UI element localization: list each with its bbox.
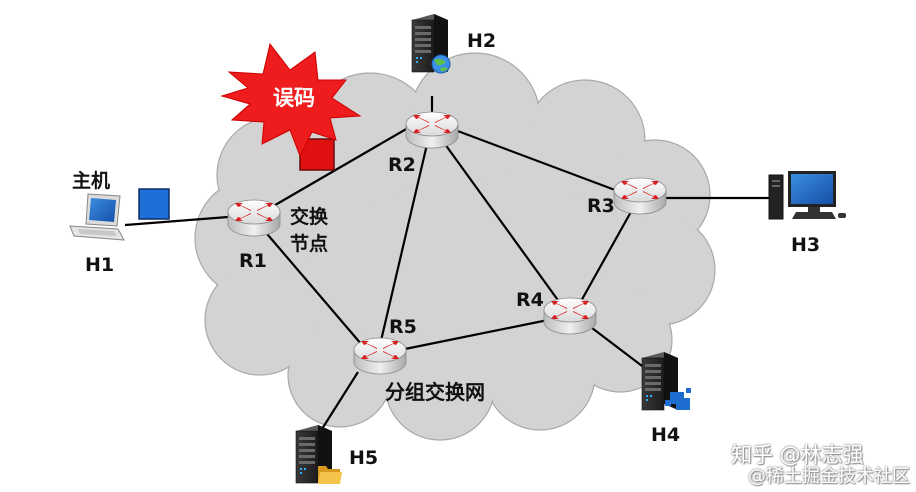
server-h5-icon	[295, 424, 342, 484]
router-r5-label: R5	[389, 316, 417, 338]
host-h1-caption: 主机	[72, 170, 111, 192]
switch-node-label-line1: 交换	[290, 206, 329, 228]
laptop-icon	[69, 193, 125, 241]
server-h4-icon	[641, 351, 691, 411]
packet-normal	[138, 188, 170, 220]
error-burst-icon	[220, 42, 362, 158]
error-label: 误码	[273, 86, 315, 110]
router-r4-label: R4	[516, 289, 544, 311]
host-h5-label: H5	[349, 447, 379, 469]
desktop-h3-icon	[768, 171, 846, 220]
host-h4-label: H4	[651, 424, 681, 446]
network-label: 分组交换网	[385, 380, 485, 404]
router-r5	[353, 337, 407, 375]
router-r1	[227, 199, 281, 237]
network-links	[124, 96, 775, 441]
router-r2	[405, 111, 459, 149]
router-r4	[543, 297, 597, 335]
watermark-juejin: @稀土掘金技术社区	[748, 466, 910, 487]
router-r3	[613, 177, 667, 215]
server-h2-icon	[411, 13, 451, 74]
host-h2-label: H2	[467, 30, 497, 52]
router-r1-label: R1	[239, 250, 267, 272]
host-h1-label: H1	[85, 254, 115, 276]
router-r3-label: R3	[587, 195, 615, 217]
watermark-zhihu: 知乎 @林志强	[731, 443, 864, 467]
host-h3-label: H3	[791, 234, 821, 256]
switch-node-label-line2: 节点	[290, 233, 329, 255]
router-r2-label: R2	[388, 154, 416, 176]
